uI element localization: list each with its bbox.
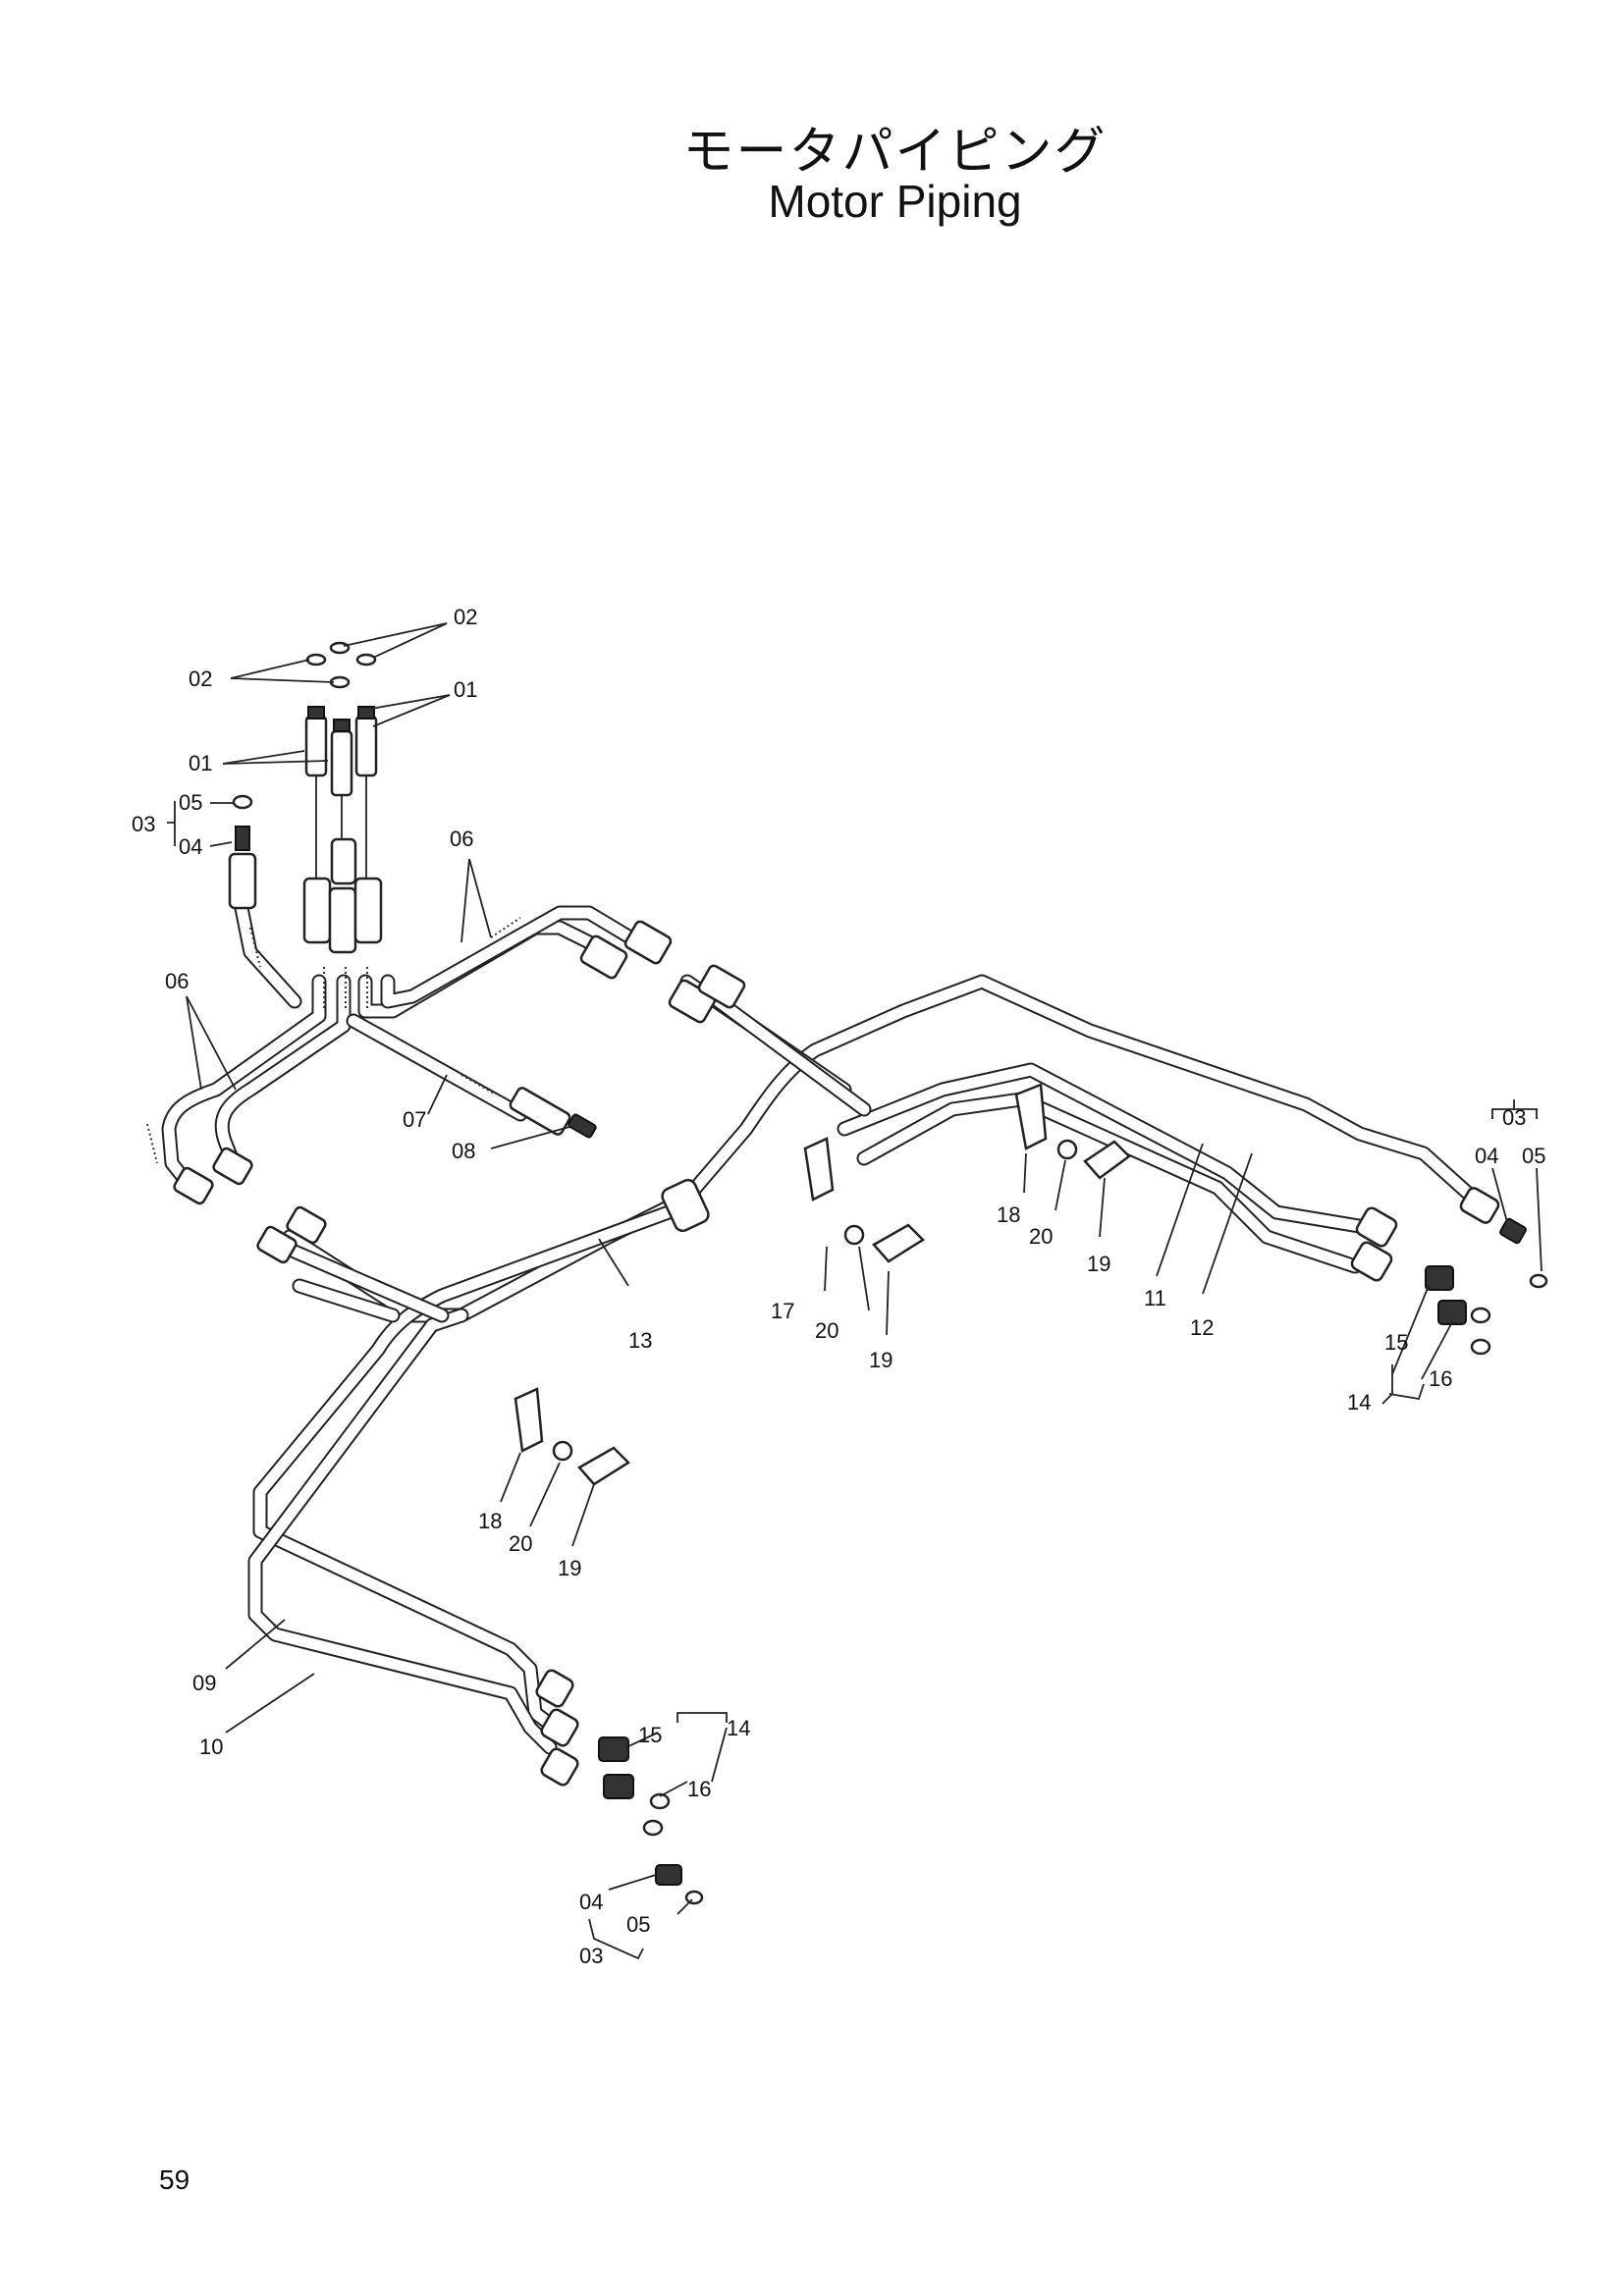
label-18-low: 18 (478, 1509, 502, 1533)
label-18-right: 18 (997, 1202, 1020, 1227)
label-14-right: 14 (1347, 1390, 1371, 1415)
label-02-top: 02 (454, 605, 477, 629)
label-16-low: 16 (687, 1777, 711, 1801)
pipe-group (161, 895, 1481, 1755)
label-08: 08 (452, 1139, 475, 1163)
part-labels: 02 02 01 01 03 05 04 06 06 07 08 13 17 2… (132, 605, 1545, 1968)
label-17: 17 (771, 1299, 794, 1323)
fittings-left-ends (173, 1147, 327, 1264)
label-11: 11 (1144, 1286, 1166, 1310)
fittings-07-08 (509, 1087, 597, 1139)
page-title-japanese: モータパイピング (682, 123, 1108, 182)
label-20-mid: 20 (815, 1318, 839, 1343)
label-19-right: 19 (1087, 1252, 1110, 1276)
label-13: 13 (628, 1328, 652, 1353)
right-end-fittings (1350, 1187, 1548, 1356)
label-03-left: 03 (132, 812, 155, 836)
label-05-right: 05 (1522, 1144, 1545, 1168)
label-10: 10 (199, 1735, 223, 1759)
lower-end-fittings (535, 1669, 704, 1905)
hose-braid-marks (146, 917, 521, 1164)
label-01-left: 01 (189, 751, 212, 775)
label-06-top: 06 (450, 827, 473, 851)
label-04-left: 04 (179, 834, 202, 859)
label-05-low: 05 (626, 1912, 650, 1937)
middle-fittings (228, 794, 383, 954)
label-04-right: 04 (1475, 1144, 1498, 1168)
label-19-low: 19 (558, 1556, 581, 1580)
label-20-low: 20 (509, 1531, 532, 1556)
label-05-left: 05 (179, 790, 202, 815)
label-12: 12 (1190, 1315, 1214, 1340)
o-rings-02 (305, 641, 377, 689)
label-04-low: 04 (579, 1890, 603, 1914)
clamps (514, 1083, 1131, 1486)
label-06-left: 06 (165, 969, 189, 993)
label-02-left: 02 (189, 667, 212, 691)
label-07: 07 (403, 1107, 426, 1132)
label-19-mid: 19 (869, 1348, 893, 1372)
label-09: 09 (192, 1671, 216, 1695)
label-03-low: 03 (579, 1944, 603, 1968)
label-03-right: 03 (1502, 1105, 1526, 1130)
label-01-right: 01 (454, 677, 477, 702)
leader-lines (167, 622, 1542, 1960)
page-title-english: Motor Piping (768, 176, 1022, 227)
label-15-low: 15 (638, 1723, 662, 1747)
label-15-right: 15 (1384, 1330, 1408, 1355)
label-14-low: 14 (727, 1716, 750, 1740)
label-16-right: 16 (1429, 1366, 1452, 1391)
label-20-right: 20 (1029, 1224, 1053, 1249)
tee-fitting-13 (661, 1178, 710, 1233)
fittings-06-top-ends (579, 920, 746, 1024)
page-number: 59 (159, 2164, 190, 2195)
